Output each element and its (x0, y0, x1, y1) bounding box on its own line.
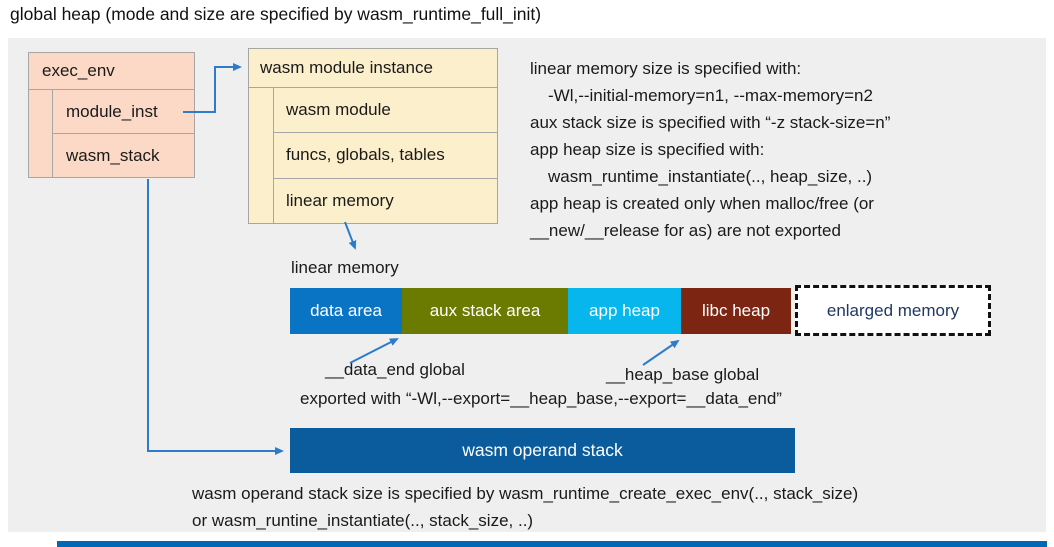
row-funcs-globals-tables: funcs, globals, tables (274, 132, 497, 177)
app-heap-label: app heap (589, 301, 660, 320)
wasm-stack-label: wasm_stack (66, 145, 160, 165)
segment-app-heap: app heap (568, 288, 681, 334)
operand-stack-note-line1: wasm operand stack size is specified by … (192, 484, 859, 503)
exec-env-row-wasm-stack: wasm_stack (53, 133, 194, 177)
wasm-module-label: wasm module (286, 100, 391, 120)
note-line: app heap size is specified with: (530, 140, 765, 159)
operand-stack-note-line2: or wasm_runtine_instantiate(.., stack_si… (192, 511, 534, 530)
exec-env-box: exec_env module_inst wasm_stack (28, 52, 195, 178)
module-instance-box: wasm module instance wasm module funcs, … (248, 48, 498, 224)
note-line: -Wl,--initial-memory=n1, --max-memory=n2 (548, 86, 873, 105)
note-line: app heap is created only when malloc/fre… (530, 194, 874, 213)
row-linear-memory: linear memory (274, 177, 497, 223)
segment-libc-heap: libc heap (681, 288, 791, 334)
exec-env-title: exec_env (42, 61, 115, 80)
note-line: linear memory size is specified with: (530, 59, 802, 78)
operand-stack-note: wasm operand stack size is specified by … (192, 480, 858, 534)
module-inst-label: module_inst (66, 101, 158, 121)
data-area-label: data area (310, 301, 382, 320)
linear-memory-row-label: linear memory (286, 190, 394, 210)
wasm-operand-stack-label: wasm operand stack (462, 440, 623, 460)
export-note: exported with “-Wl,--export=__heap_base,… (300, 389, 782, 408)
data-end-global-label: __data_end global (325, 360, 465, 379)
heap-base-global-label: __heap_base global (606, 365, 760, 384)
module-instance-body: wasm module funcs, globals, tables linea… (249, 88, 497, 223)
exec-env-header: exec_env (29, 53, 194, 90)
segment-data-area: data area (290, 288, 402, 334)
linear-memory-bar: data area aux stack area app heap libc h… (290, 288, 791, 334)
note-line: __new/__release for as) are not exported (530, 221, 841, 240)
note-line: wasm_runtime_instantiate(.., heap_size, … (548, 167, 873, 186)
wasm-operand-stack-bar: wasm operand stack (290, 428, 795, 473)
exec-env-body: module_inst wasm_stack (29, 90, 194, 177)
memory-notes: linear memory size is specified with: -W… (530, 55, 890, 244)
segment-enlarged-memory: enlarged memory (795, 285, 991, 336)
exec-env-row-module-inst: module_inst (53, 90, 194, 133)
module-instance-rows: wasm module funcs, globals, tables linea… (274, 88, 497, 223)
module-instance-indent-column (249, 88, 274, 223)
module-instance-title: wasm module instance (260, 58, 433, 77)
page-title: global heap (mode and size are specified… (10, 4, 542, 24)
exec-env-indent-column (29, 90, 53, 177)
row-wasm-module: wasm module (274, 88, 497, 132)
enlarged-memory-label: enlarged memory (826, 300, 960, 320)
exec-env-rows: module_inst wasm_stack (53, 90, 194, 177)
libc-heap-label: libc heap (701, 301, 771, 320)
funcs-globals-tables-label: funcs, globals, tables (286, 145, 445, 165)
aux-stack-area-label: aux stack area (429, 301, 541, 320)
linear-memory-label: linear memory (291, 258, 399, 277)
note-line: aux stack size is specified with “-z sta… (530, 113, 891, 132)
bottom-divider-bar (57, 541, 1047, 547)
module-instance-header: wasm module instance (249, 49, 497, 88)
segment-aux-stack-area: aux stack area (402, 288, 568, 334)
